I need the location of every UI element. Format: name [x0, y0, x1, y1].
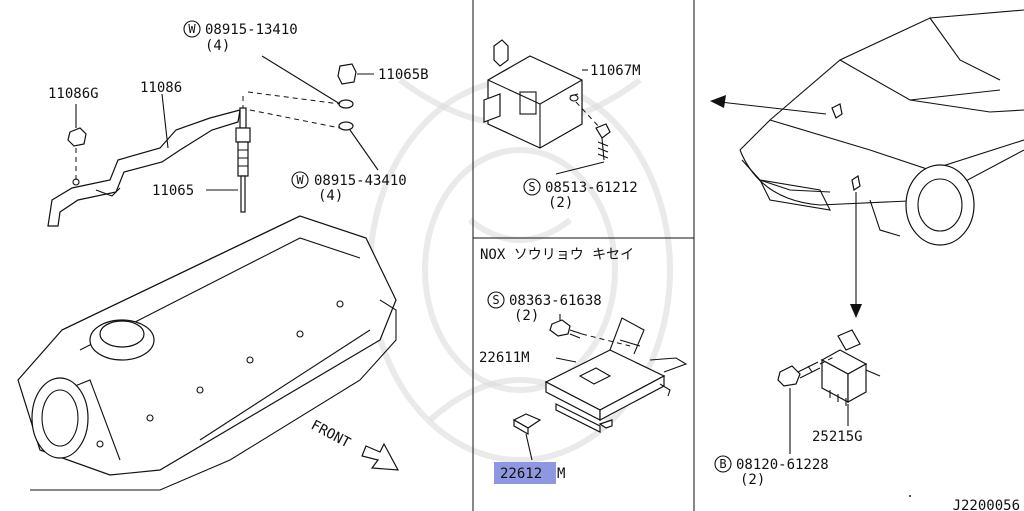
label-08915-43410: W 08915-43410 (4): [291, 171, 407, 204]
label-22612m-highlighted: 22612: [500, 466, 542, 482]
label-11067m: 11067M: [590, 63, 641, 79]
car-front-view: [739, 9, 1024, 246]
diagram-code: J2200056: [953, 498, 1020, 511]
glow-plug-11065: [235, 91, 341, 213]
leader-08915-43410: [349, 129, 379, 171]
label-08513-61212: S 08513-61212 (2): [523, 178, 638, 211]
direction-arrow-left: [710, 95, 827, 115]
label-25215g: 25215G: [812, 429, 863, 445]
label-08363-61638: S 08363-61638 (2): [487, 291, 602, 324]
section-title: NOX ソウリョウ キセイ: [480, 247, 634, 263]
glow-plug-bracket: [47, 109, 241, 227]
label-08120-61228-number: 08120-61228: [736, 457, 829, 473]
label-11086g: 11086G: [48, 86, 99, 102]
label-front: FRONT: [308, 417, 353, 451]
front-arrow-icon: [361, 442, 400, 471]
label-08915-13410-prefix: W: [188, 22, 196, 36]
label-08363-61638-number: 08363-61638: [509, 293, 602, 309]
dot-marker: [909, 495, 911, 497]
label-08915-43410-qty: (4): [318, 188, 343, 204]
label-08120-61228-qty: (2): [740, 472, 765, 488]
label-08915-43410-prefix: W: [296, 173, 304, 187]
label-08513-61212-qty: (2): [548, 195, 573, 211]
label-11086: 11086: [140, 80, 182, 96]
label-08363-61638-prefix: S: [492, 293, 499, 307]
label-08915-13410-number: 08915-13410: [205, 22, 298, 38]
leader-11086: [161, 93, 169, 149]
bolt-08363: [549, 314, 631, 347]
control-unit-22611m: [544, 317, 688, 433]
terminal-11065b: [337, 63, 374, 131]
direction-arrow-down: [850, 192, 862, 318]
label-08915-43410-number: 08915-43410: [314, 173, 407, 189]
highlight-22612: [494, 462, 556, 484]
relay-25215g: [820, 329, 881, 426]
leader-08915-13410: [261, 55, 341, 105]
label-22612m: 22612 M: [500, 466, 565, 482]
engine-rocker-cover: [17, 215, 397, 491]
bolt-08120: [777, 355, 837, 454]
label-08363-61638-qty: (2): [514, 308, 539, 324]
label-08915-13410-qty: (4): [205, 38, 230, 54]
label-08120-61228: B 08120-61228 (2): [714, 455, 829, 488]
label-08915-13410: W 08915-13410 (4): [183, 20, 298, 54]
control-unit-11067m: [483, 39, 611, 175]
label-08513-61212-prefix: S: [528, 180, 535, 194]
label-22611m: 22611M: [479, 350, 530, 366]
label-22612m-rest: M: [557, 466, 565, 482]
connector-22612m: [512, 413, 542, 461]
nut-11086g: [67, 127, 87, 182]
label-08513-61212-number: 08513-61212: [545, 180, 638, 196]
label-08120-61228-prefix: B: [719, 457, 726, 471]
label-11065: 11065: [152, 183, 194, 199]
label-11065b: 11065B: [378, 67, 429, 83]
